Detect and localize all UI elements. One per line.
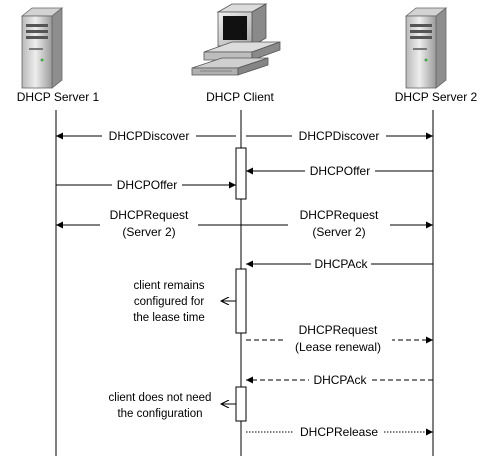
activation-box-release — [235, 386, 247, 422]
renewal-request-label-line2: (Lease renewal) — [295, 340, 381, 354]
renewal-request-label-line1: DHCPRequest — [299, 323, 378, 337]
client-computer-icon — [191, 3, 281, 76]
activation-box-configured — [235, 268, 247, 334]
release-label: DHCPRelease — [300, 425, 378, 439]
request-label-server2-line2: (Server 2) — [312, 225, 365, 239]
server-2-label: DHCP Server 2 — [395, 90, 478, 104]
discover-label-server1: DHCPDiscover — [109, 129, 190, 143]
request-label-server2-line1: DHCPRequest — [300, 208, 379, 222]
client-label: DHCP Client — [206, 90, 274, 104]
not-needed-note-line2: the configuration — [117, 408, 202, 420]
server-1-icon — [20, 7, 64, 89]
ack-label-1: DHCPAck — [314, 257, 368, 271]
offer-label-server2: DHCPOffer — [310, 164, 370, 178]
server-1-label: DHCP Server 1 — [17, 90, 100, 104]
configured-note-line2: configured for — [134, 296, 204, 308]
request-label-server1-line2: (Server 2) — [122, 225, 175, 239]
configured-note-line1: client remains — [134, 280, 205, 292]
not-needed-note-line1: client does not need — [109, 392, 212, 404]
request-label-server1-line1: DHCPRequest — [110, 208, 189, 222]
activation-box-offer — [235, 147, 247, 200]
server-2-icon — [404, 7, 448, 89]
discover-label-server2: DHCPDiscover — [299, 129, 380, 143]
ack-label-2: DHCPAck — [313, 373, 367, 387]
offer-label-server1: DHCPOffer — [117, 178, 177, 192]
configured-note-line3: the lease time — [133, 312, 205, 324]
